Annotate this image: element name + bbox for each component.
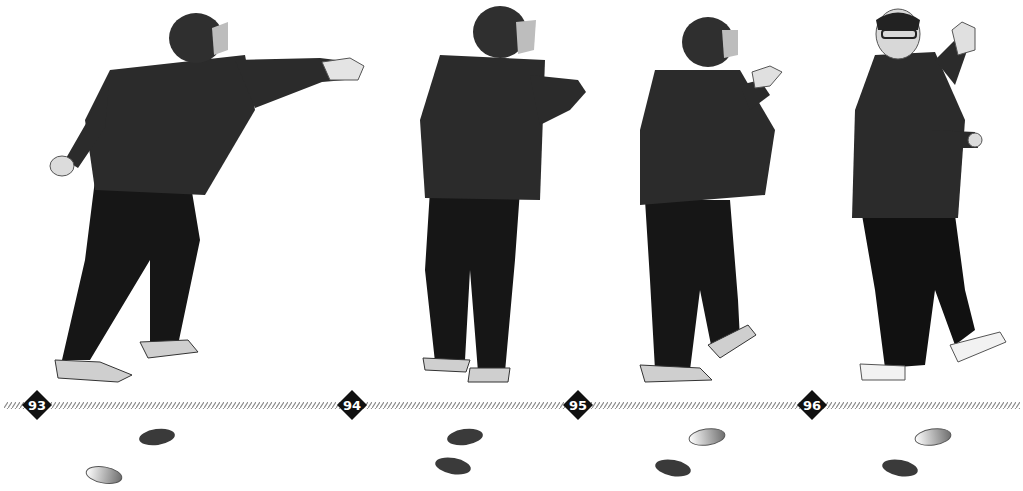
figure-93: [50, 13, 364, 382]
figure-95: [640, 17, 782, 382]
footprint-light: [85, 464, 123, 486]
step-diamond: 94: [337, 390, 367, 420]
figure-96: [852, 9, 1006, 380]
step-number: 95: [569, 398, 587, 413]
footprint-dark: [654, 457, 692, 479]
footprints: [85, 427, 952, 486]
diamond-outline: [337, 390, 367, 420]
footprint-dark: [434, 455, 472, 477]
ground-line: [4, 402, 1020, 409]
step-number: 94: [343, 398, 361, 413]
figure-94: [420, 6, 586, 382]
footprint-dark: [446, 427, 484, 448]
step-number: 96: [803, 398, 821, 413]
step-number: 93: [28, 398, 46, 413]
step-diamond: 93: [22, 390, 52, 420]
footprint-light: [688, 427, 726, 448]
diamond-outline: [563, 390, 593, 420]
footprint-dark: [881, 457, 919, 479]
footprint-light: [914, 427, 952, 448]
diamond-outline: [797, 390, 827, 420]
step-diamond: 96: [797, 390, 827, 420]
footprint-dark: [138, 427, 176, 448]
step-diamond: 95: [563, 390, 593, 420]
diamond-outline: [22, 390, 52, 420]
